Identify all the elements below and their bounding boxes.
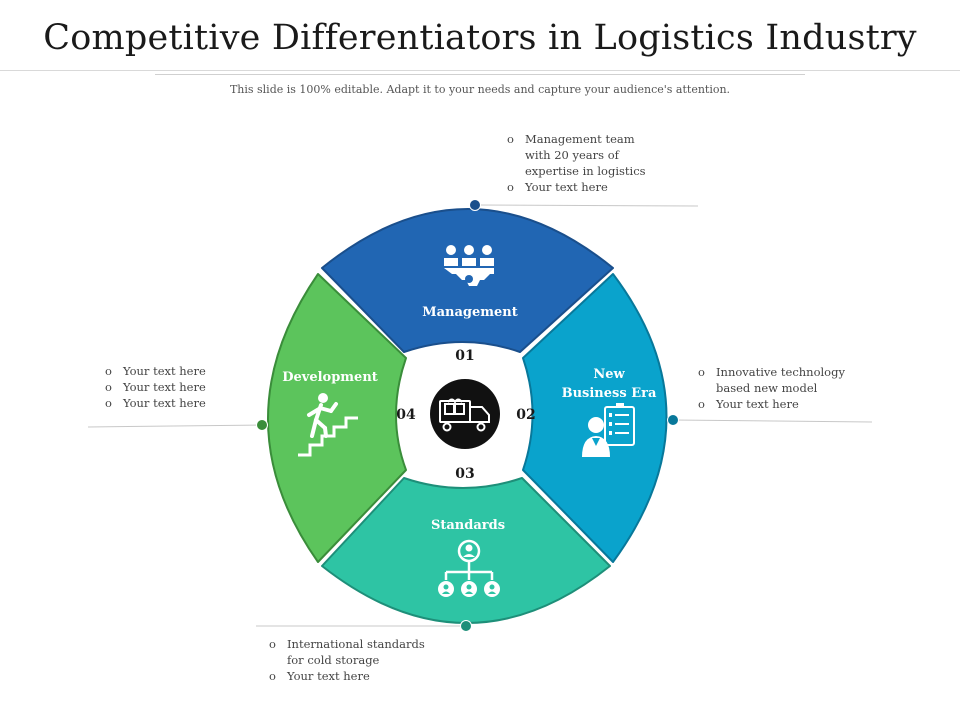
team-gear-icon: [444, 245, 494, 286]
segment-number-01: 01: [455, 348, 474, 364]
callout-item: o Your text here: [105, 379, 206, 395]
callout-item: o Your text here: [698, 396, 845, 412]
stairs-climber-icon: [298, 393, 358, 457]
callout-text: based new model: [716, 381, 818, 395]
callout-standards: o International standards for cold storag…: [269, 636, 425, 684]
bullet-marker: o: [105, 380, 112, 394]
callout-item: o Innovative technology: [698, 364, 845, 380]
connector-dot-new-business: [667, 414, 679, 426]
leader-line-new-business: [672, 419, 873, 423]
callout-text: Your text here: [123, 380, 206, 394]
segment-label-management: Management: [422, 305, 518, 320]
page-title: Competitive Differentiators in Logistics…: [43, 18, 917, 58]
callout-item: based new model: [698, 380, 845, 396]
callout-item: for cold storage: [269, 652, 425, 668]
callout-text: for cold storage: [287, 653, 380, 667]
bullet-marker: o: [105, 396, 112, 410]
title-divider: [0, 70, 960, 71]
subtitle-divider: [155, 74, 805, 75]
callout-text: with 20 years of: [525, 148, 619, 162]
callout-text: Your text here: [525, 180, 608, 194]
segment-label-new-business-line2: Business Era: [562, 386, 657, 401]
callout-text: Your text here: [123, 396, 206, 410]
checklist-person-icon: [582, 403, 635, 457]
segment-number-03: 03: [455, 466, 474, 482]
page-subtitle: This slide is 100% editable. Adapt it to…: [229, 83, 731, 96]
bullet-marker: o: [698, 365, 705, 379]
callout-text: International standards: [287, 637, 425, 651]
callout-text: Innovative technology: [716, 365, 845, 379]
callout-new-business-era: o Innovative technology based new model o…: [698, 364, 845, 412]
segment-label-new-business-line1: New: [593, 367, 625, 382]
callout-text: expertise in logistics: [525, 164, 646, 178]
callout-item: o Your text here: [105, 363, 206, 379]
callout-text: Your text here: [287, 669, 370, 683]
callout-item: with 20 years of: [507, 147, 646, 163]
bullet-marker: o: [269, 637, 276, 651]
hierarchy-icon: [438, 539, 500, 597]
connector-dot-standards: [460, 620, 472, 632]
callout-management: o Management team with 20 years of expert…: [507, 131, 646, 195]
segment-standards: [321, 477, 611, 624]
segment-number-02: 02: [516, 407, 535, 423]
segment-label-standards: Standards: [431, 518, 505, 533]
callout-item: o International standards: [269, 636, 425, 652]
leader-line-management: [474, 204, 699, 207]
bullet-marker: o: [507, 132, 514, 146]
delivery-truck-icon: [439, 398, 490, 432]
callout-text: Your text here: [716, 397, 799, 411]
callout-item: expertise in logistics: [507, 163, 646, 179]
bullet-marker: o: [698, 397, 705, 411]
leader-line-development: [87, 424, 263, 428]
bullet-marker: o: [105, 364, 112, 378]
connector-dot-management: [469, 199, 481, 211]
callout-text: Your text here: [123, 364, 206, 378]
bullet-marker: o: [269, 669, 276, 683]
segment-label-development: Development: [282, 370, 378, 385]
callout-text: Management team: [525, 132, 635, 146]
callout-item: o Your text here: [105, 395, 206, 411]
callout-item: o Your text here: [507, 179, 646, 195]
connector-dot-development: [256, 419, 268, 431]
callout-item: o Your text here: [269, 668, 425, 684]
segment-development: [267, 273, 407, 563]
callout-item: o Management team: [507, 131, 646, 147]
bullet-marker: o: [507, 180, 514, 194]
segment-number-04: 04: [396, 407, 416, 423]
